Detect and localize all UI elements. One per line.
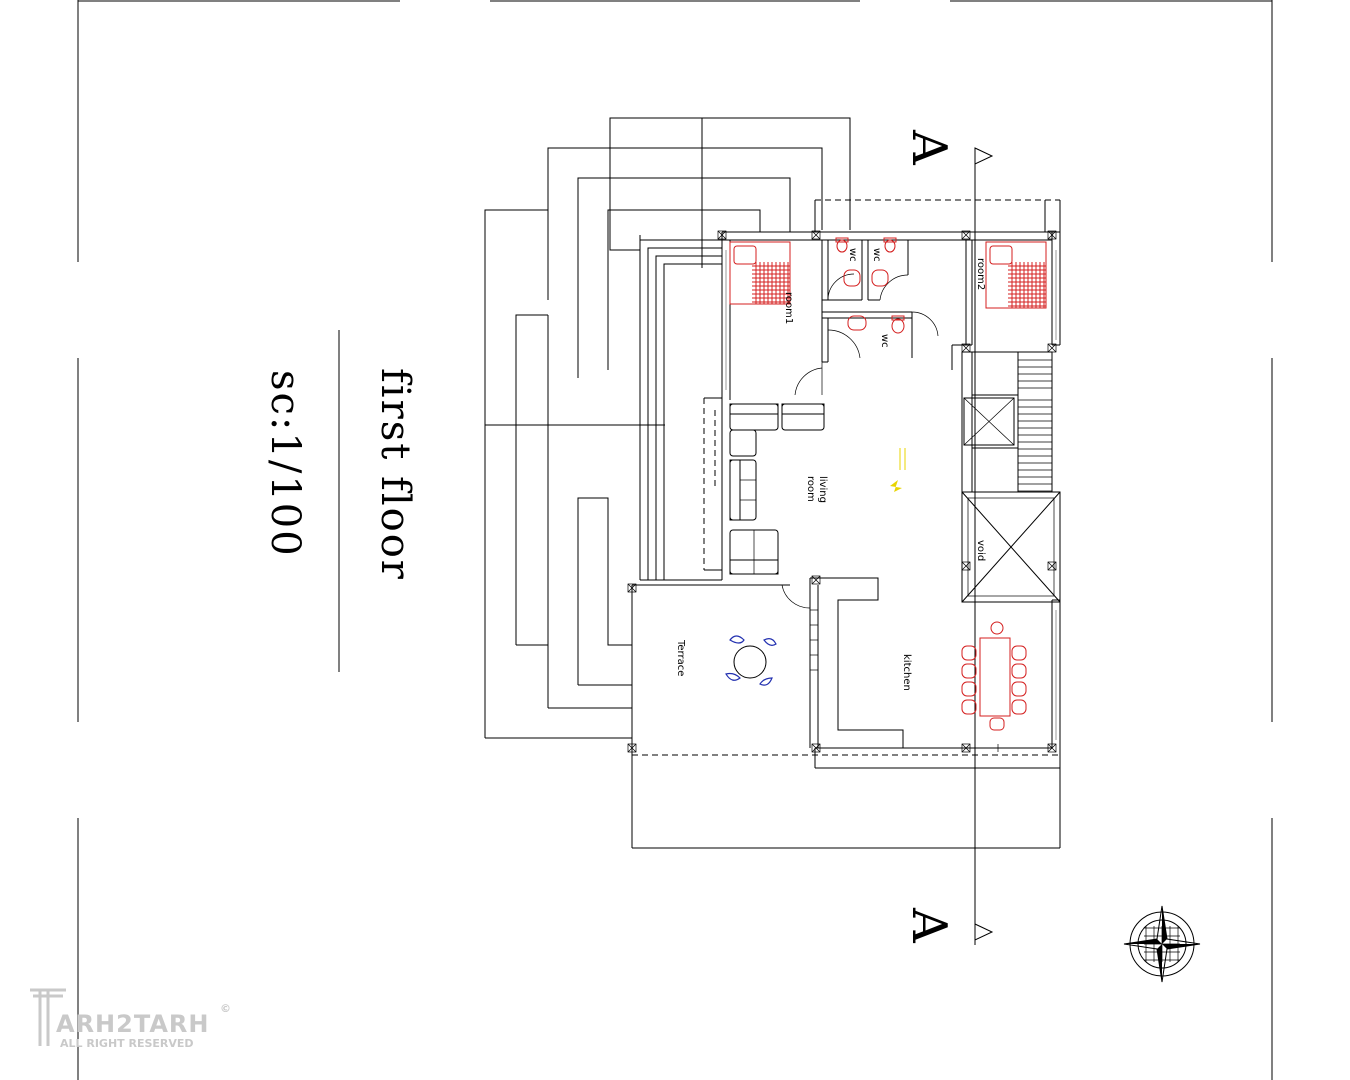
label-room1: room1 <box>783 292 794 324</box>
column-marker <box>811 575 821 585</box>
drawing-scale: sc:1/100 <box>262 370 308 558</box>
drawing-title: first floor <box>372 368 418 581</box>
column-box <box>811 575 821 585</box>
column-marker <box>811 230 821 240</box>
column-cross <box>961 343 971 353</box>
column-cross <box>961 561 971 571</box>
wc-block <box>821 240 939 363</box>
title-block: first floor sc:1/100 <box>262 330 418 672</box>
column-marker <box>961 343 971 353</box>
living-sofas <box>729 403 825 575</box>
column-cross <box>811 743 821 753</box>
label-room: room <box>805 476 816 502</box>
windows <box>725 250 1057 740</box>
dining-chair <box>1011 663 1027 679</box>
site-steps <box>484 117 851 739</box>
dining-chair <box>1011 645 1027 661</box>
staircase <box>963 351 1053 493</box>
label-room2: room2 <box>975 258 986 290</box>
column-cross <box>1047 343 1057 353</box>
bed-room2 <box>985 241 1047 309</box>
column-cross <box>1047 743 1057 753</box>
dining-chair <box>961 699 977 715</box>
column-cross <box>1047 561 1057 571</box>
section-mark-top: A <box>901 129 957 166</box>
dining-chair <box>1011 699 1027 715</box>
dining-chair <box>961 663 977 679</box>
column-box <box>717 230 727 240</box>
dining-chair <box>961 645 977 661</box>
column-cross <box>961 230 971 240</box>
column-box <box>1047 743 1057 753</box>
column-marker <box>1047 743 1057 753</box>
column-box <box>1047 561 1057 571</box>
room-labels: room1 room2 wc wc wc living room void ki… <box>675 248 986 691</box>
wc-fixtures <box>835 237 905 334</box>
sheet-frame <box>77 0 1273 1080</box>
terrace-table <box>725 635 777 686</box>
column-cross <box>961 743 971 753</box>
column-marker <box>961 230 971 240</box>
watermark-rights: ALL RIGHT RESERVED <box>60 1037 194 1050</box>
column-box <box>961 343 971 353</box>
entry-steps <box>639 239 722 581</box>
column-marker <box>717 230 727 240</box>
label-kitchen: kitchen <box>901 654 912 691</box>
column-cross <box>717 230 727 240</box>
watermark-logo: ARH2TARH ALL RIGHT RESERVED © <box>30 988 231 1050</box>
column-box <box>627 743 637 753</box>
terrace-door-swing <box>781 584 811 609</box>
room1-door-swing <box>794 367 823 396</box>
building-walls <box>631 199 1061 849</box>
dining-chair <box>961 681 977 697</box>
label-wc-2: wc <box>871 248 882 262</box>
label-living: living <box>817 476 828 503</box>
column-marker <box>961 561 971 571</box>
section-mark-bottom: A <box>901 907 957 944</box>
column-marker <box>1047 343 1057 353</box>
column-cross <box>811 230 821 240</box>
column-box <box>811 743 821 753</box>
label-wc-1: wc <box>847 248 858 262</box>
column-marker <box>811 743 821 753</box>
column-box <box>961 230 971 240</box>
column-marker <box>627 743 637 753</box>
column-box <box>1047 230 1057 240</box>
column-box <box>1047 343 1057 353</box>
column-cross <box>627 743 637 753</box>
column-box <box>961 743 971 753</box>
column-box <box>627 583 637 593</box>
section-line: A A <box>901 129 994 945</box>
watermark-copyright: © <box>220 1002 231 1015</box>
column-marker <box>1047 230 1057 240</box>
column-marker <box>1047 561 1057 571</box>
label-wc-3: wc <box>879 334 890 348</box>
void-opening <box>961 491 1061 603</box>
north-compass-icon <box>1123 905 1201 983</box>
label-terrace: Terrace <box>675 639 686 676</box>
watermark-brand: ARH2TARH <box>56 1010 210 1038</box>
yellow-marker <box>890 448 906 492</box>
column-markers <box>627 230 1057 753</box>
column-cross <box>627 583 637 593</box>
label-void: void <box>975 540 986 561</box>
column-marker <box>961 743 971 753</box>
column-marker <box>627 583 637 593</box>
column-cross <box>1047 230 1057 240</box>
dining-chair <box>1011 681 1027 697</box>
column-cross <box>811 575 821 585</box>
bed-room1 <box>729 241 791 305</box>
column-box <box>961 561 971 571</box>
column-box <box>811 230 821 240</box>
dining-table <box>961 621 1027 731</box>
